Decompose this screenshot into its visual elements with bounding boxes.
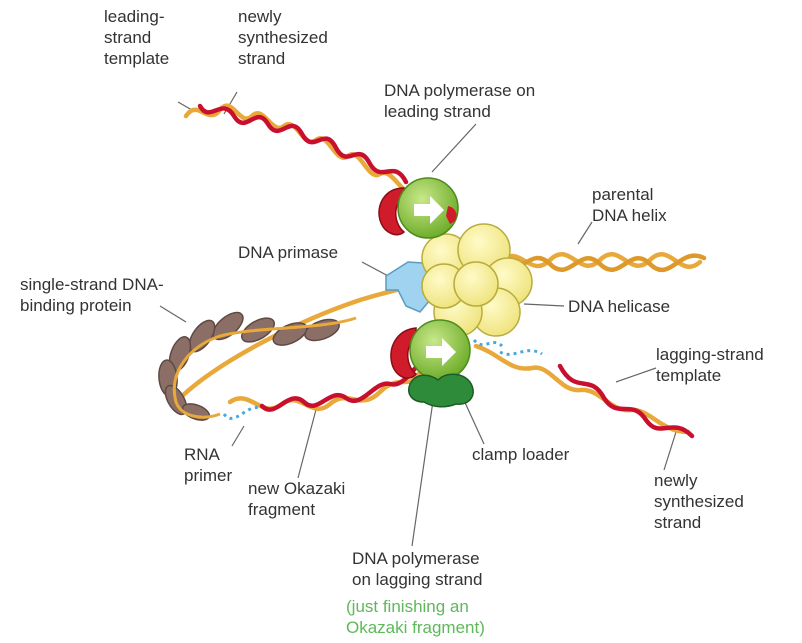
leader-pol-leading [432, 124, 476, 172]
leader-rna-primer [232, 426, 244, 446]
label-dna-primase: DNA primase [238, 242, 338, 263]
leading-new-strand [200, 106, 406, 182]
label-clamp-loader: clamp loader [472, 444, 569, 465]
leader-helicase [524, 304, 564, 306]
polymerase-leading-shape [379, 178, 458, 238]
label-ssb: single-strand DNA- binding protein [20, 274, 164, 316]
clamp-loader-shape [409, 374, 473, 407]
rna-primer-left [224, 408, 260, 419]
helicase-subunit [454, 262, 498, 306]
label-polymerase-lagging: DNA polymerase on lagging strand [352, 548, 482, 590]
label-lagging-template: lagging-strand template [656, 344, 764, 386]
leader-okazaki [298, 402, 318, 478]
dna-helicase-shape [422, 224, 532, 336]
label-leading-strand-template: leading- strand template [104, 6, 169, 69]
leader-pol-lagging [412, 394, 434, 546]
leader-leading-template [178, 102, 192, 110]
label-polymerase-leading: DNA polymerase on leading strand [384, 80, 535, 122]
label-parental-helix: parental DNA helix [592, 184, 667, 226]
label-newly-synthesized-top: newly synthesized strand [238, 6, 328, 69]
polymerase-lagging-shape [391, 320, 473, 407]
leader-lagging-template [616, 368, 656, 382]
label-newly-synthesized-bottom: newly synthesized strand [654, 470, 744, 533]
lagging-template-lower [230, 372, 420, 409]
label-rna-primer: RNA primer [184, 444, 232, 486]
label-dna-helicase: DNA helicase [568, 296, 670, 317]
rna-primer-right [500, 351, 542, 355]
leader-parental [578, 222, 592, 244]
leader-ssb [160, 306, 186, 322]
label-new-okazaki: new Okazaki fragment [248, 478, 345, 520]
label-just-finishing: (just finishing an Okazaki fragment) [346, 596, 485, 638]
leader-newly-bottom [664, 432, 676, 470]
